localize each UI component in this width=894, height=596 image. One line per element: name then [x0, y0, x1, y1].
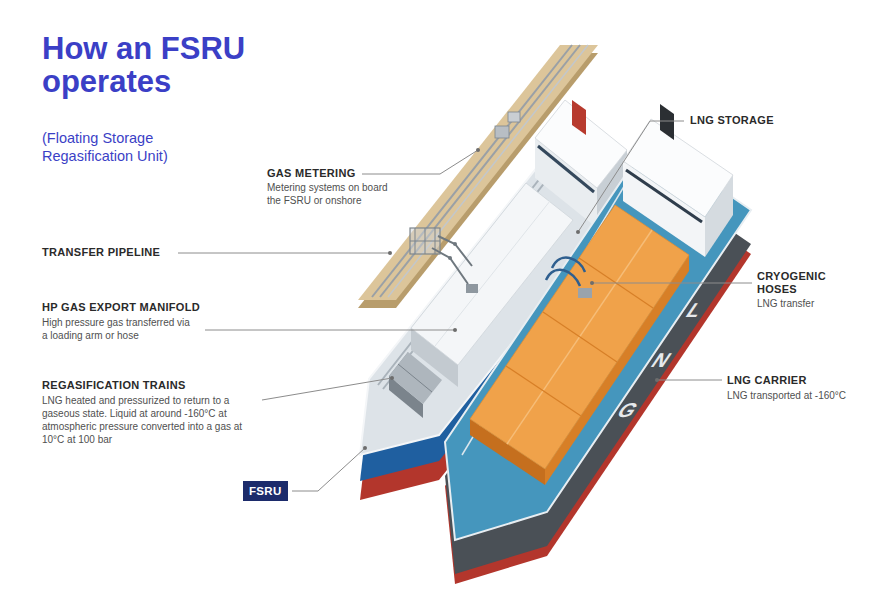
- leader-dot: [453, 328, 457, 332]
- lng-carrier-ship: [623, 119, 733, 217]
- cryogenic-hoses: [546, 270, 580, 286]
- label-box: FSRU: [243, 481, 288, 501]
- lng-carrier-ship: [578, 288, 592, 298]
- fsru-ship: [398, 364, 432, 392]
- lng-carrier-ship: [506, 366, 581, 416]
- leader-line: [262, 378, 392, 400]
- box-label: FSRU: [249, 484, 282, 498]
- leader-line: [578, 121, 684, 232]
- lng-carrier-ship: [543, 312, 617, 362]
- gas-metering-skid: [495, 126, 509, 138]
- fsru-ship: [389, 352, 442, 404]
- title: How an FSRU operates: [42, 32, 302, 99]
- callout-text: LNG transported at -160°C: [727, 389, 877, 402]
- callout-heading: LNG CARRIER: [727, 374, 877, 387]
- leader-line: [657, 380, 722, 381]
- cryogenic-hoses: [546, 258, 585, 286]
- callout-heading: CRYOGENIC HOSES: [757, 270, 837, 296]
- fsru-ship: [538, 146, 594, 192]
- callout-heading: REGASIFICATION TRAINS: [42, 379, 242, 392]
- loading-arm: [448, 256, 452, 260]
- lng-carrier-ship: [660, 104, 674, 140]
- leader-line: [205, 330, 455, 331]
- leader-line: [178, 253, 390, 254]
- callout-text: LNG transfer: [757, 297, 877, 310]
- callout-text: High pressure gas transferred via a load…: [42, 316, 192, 342]
- leader-dot: [363, 148, 659, 450]
- leader-dot: [590, 281, 594, 285]
- callout-text: Metering systems on board the FSRU or on…: [267, 181, 402, 207]
- callout-heading: HP GAS EXPORT MANIFOLD: [42, 301, 242, 314]
- fsru-ship: [572, 100, 586, 135]
- lng-carrier-ship: [626, 170, 702, 222]
- leader-line: [362, 150, 478, 174]
- lng-carrier-ship: [470, 205, 689, 469]
- leader-dot: [576, 230, 580, 234]
- leader-dot: [476, 148, 480, 152]
- leader-dot: [390, 376, 394, 380]
- lng-carrier-ship: [445, 104, 751, 584]
- loading-platform: [410, 241, 440, 242]
- hull-lettering: LNG: [601, 285, 722, 435]
- leader-line: [592, 283, 752, 284]
- gas-metering-skid: [495, 112, 520, 138]
- fsru-ship: [466, 284, 478, 293]
- callout-heading: LNG STORAGE: [690, 114, 810, 127]
- leader-line: [292, 448, 365, 491]
- callout-text: LNG heated and pressurized to return to …: [42, 394, 254, 446]
- loading-arm: [453, 242, 457, 246]
- gas-metering-skid: [508, 112, 520, 122]
- leader-line: [178, 121, 752, 491]
- callout-heading: TRANSFER PIPELINE: [42, 246, 212, 259]
- loading-arm: [438, 236, 472, 266]
- leader-dot: [655, 378, 659, 382]
- leader-dot: [363, 446, 367, 450]
- fsru-ship: [535, 100, 627, 188]
- leader-dot: [388, 251, 392, 255]
- loading-arm: [432, 236, 472, 284]
- callout-heading: GAS METERING: [267, 167, 417, 180]
- subtitle: (Floating Storage Regasification Unit): [42, 129, 217, 165]
- loading-arm: [432, 248, 468, 284]
